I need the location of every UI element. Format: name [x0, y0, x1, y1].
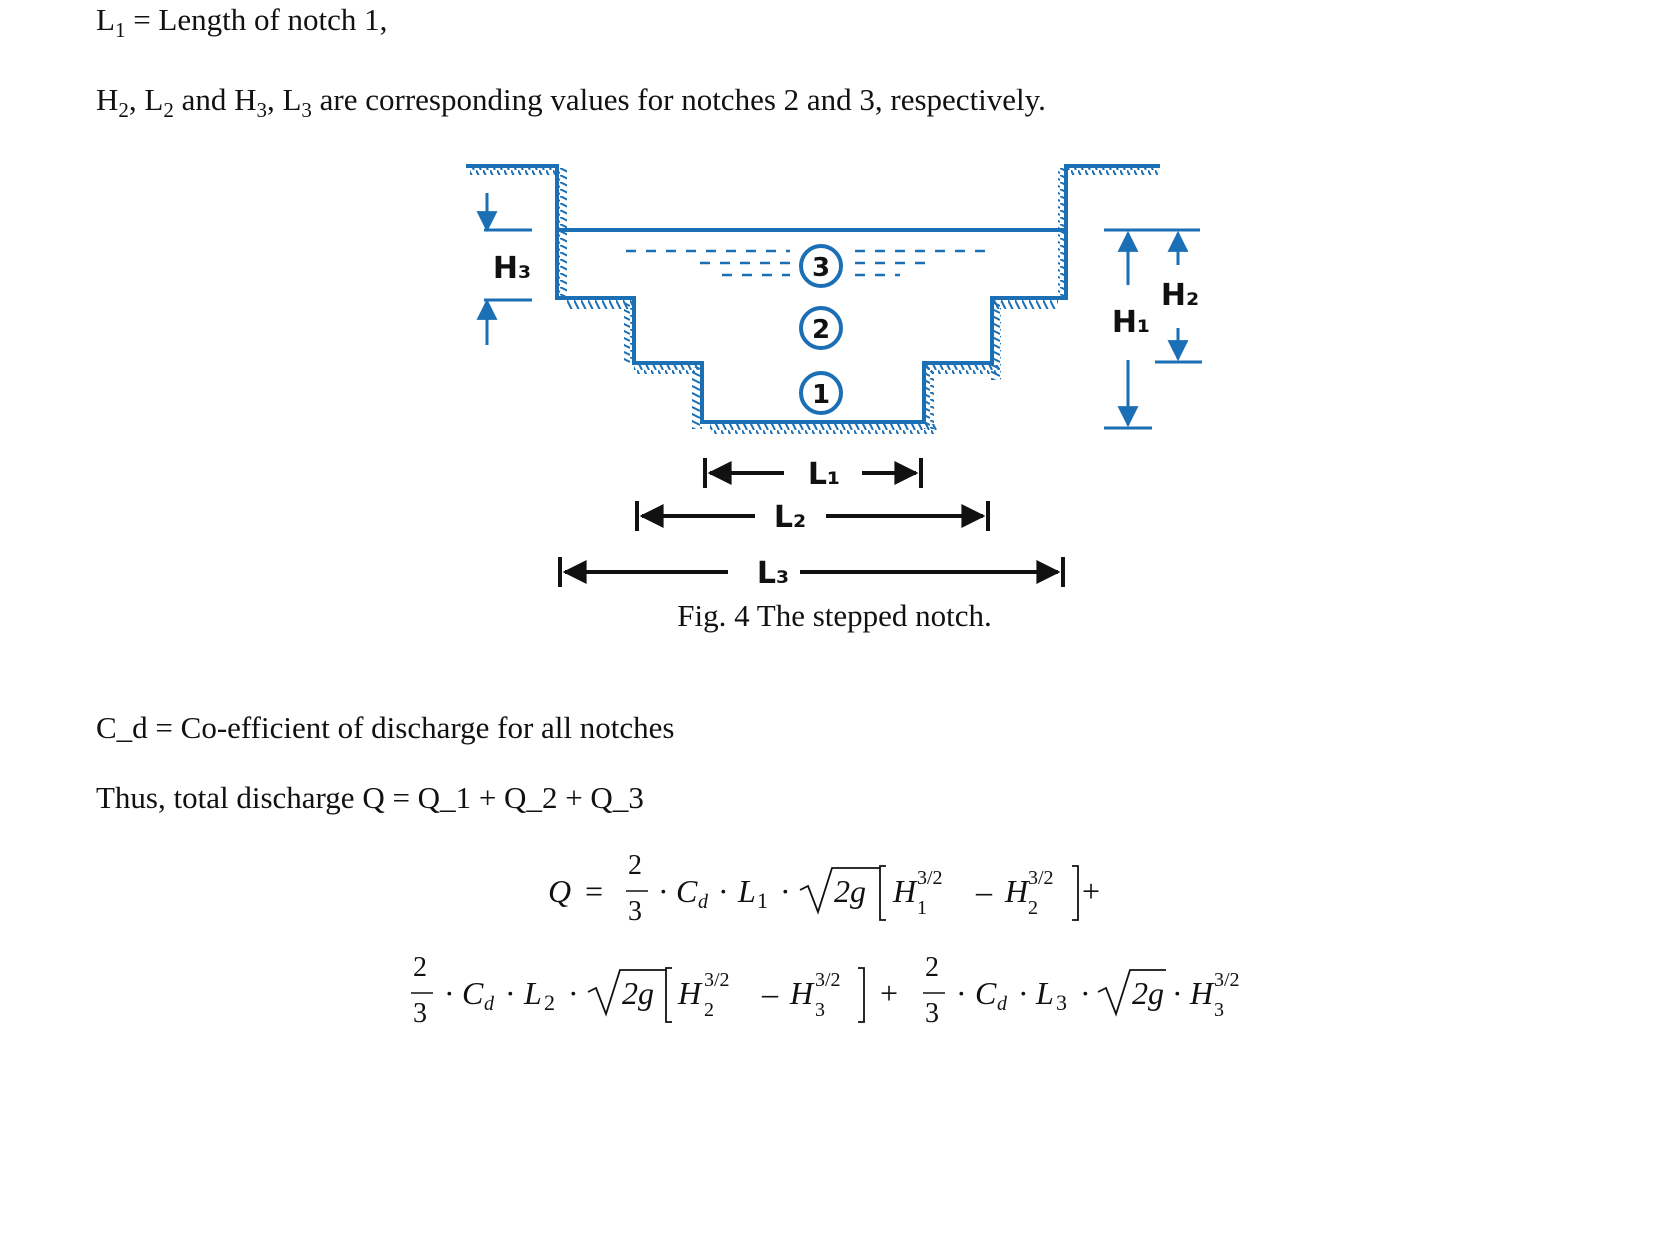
l2-dimension: L₂	[635, 500, 990, 535]
svg-text:H: H	[892, 873, 918, 909]
svg-text:3: 3	[413, 998, 427, 1029]
cd-definition: C_d = Co-efficient of discharge for all …	[96, 710, 675, 745]
svg-text:H: H	[677, 975, 703, 1011]
svg-text:+: +	[1082, 873, 1100, 909]
h3-label: H₃	[493, 251, 531, 286]
svg-text:2: 2	[925, 952, 939, 983]
svg-text:·: ·	[1018, 975, 1029, 1011]
svg-text:C: C	[676, 873, 698, 909]
svg-text:+: +	[880, 975, 898, 1011]
svg-text:2: 2	[1028, 897, 1038, 919]
svg-text:·: ·	[780, 873, 791, 909]
h3-dimension: H₃	[476, 193, 532, 345]
notch-2-number: 2	[812, 315, 830, 345]
svg-text:2: 2	[704, 999, 714, 1021]
svg-text:1: 1	[917, 897, 927, 919]
svg-text:C: C	[462, 975, 484, 1011]
svg-text:3/2: 3/2	[1028, 867, 1054, 889]
notch-number-badges: 3 2 1	[799, 244, 843, 415]
notch1-length-definition: L1 = Length of notch 1,	[96, 2, 388, 42]
h1-h2-dimensions: H₁ H₂	[1104, 228, 1202, 430]
total-discharge-statement: Thus, total discharge Q = Q_1 + Q_2 + Q_…	[96, 780, 644, 815]
svg-text:2: 2	[628, 850, 642, 881]
h2-label: H₂	[1161, 278, 1199, 313]
svg-text:d: d	[484, 993, 495, 1015]
notch-3-number: 3	[812, 253, 830, 283]
svg-text:3: 3	[1056, 990, 1067, 1015]
svg-text:L: L	[523, 975, 542, 1011]
notch-1-number: 1	[812, 380, 830, 410]
svg-text:H: H	[1189, 975, 1215, 1011]
discharge-equation-line-1: Q = 2 3 · C d · L 1 · 2g H 3/2 1 – H 3/2…	[548, 850, 1100, 927]
svg-text:3/2: 3/2	[917, 867, 943, 889]
svg-text:d: d	[997, 993, 1008, 1015]
figure-caption: Fig. 4 The stepped notch.	[677, 598, 992, 633]
discharge-equation-line-2: 2 3 · C d · L 2 · 2g H 3/2 2 – H 3/2 3 +…	[411, 952, 1240, 1029]
svg-text:2: 2	[544, 990, 555, 1015]
svg-text:H: H	[1004, 873, 1030, 909]
water-ripples	[626, 249, 990, 277]
svg-text:·: ·	[956, 975, 967, 1011]
svg-text:1: 1	[757, 888, 768, 913]
svg-text:3/2: 3/2	[704, 969, 730, 991]
svg-text:3: 3	[1214, 999, 1224, 1021]
svg-text:·: ·	[568, 975, 579, 1011]
svg-text:3: 3	[815, 999, 825, 1021]
corresponding-values-note: H2, L2 and H3, L3 are corresponding valu…	[96, 82, 1046, 122]
svg-text:3/2: 3/2	[815, 969, 841, 991]
svg-text:C: C	[975, 975, 997, 1011]
l3-label: L₃	[757, 556, 789, 591]
svg-text:2g: 2g	[622, 975, 654, 1011]
svg-text:3/2: 3/2	[1214, 969, 1240, 991]
svg-text:H: H	[789, 975, 815, 1011]
svg-text:–: –	[761, 975, 779, 1011]
svg-text:·: ·	[505, 975, 516, 1011]
svg-text:d: d	[698, 891, 709, 913]
svg-text:Q: Q	[548, 873, 571, 909]
svg-text:·: ·	[1172, 975, 1183, 1011]
l2-label: L₂	[774, 500, 806, 535]
l3-dimension: L₃	[558, 556, 1065, 591]
svg-text:L: L	[737, 873, 756, 909]
svg-text:3: 3	[628, 896, 642, 927]
svg-text:2: 2	[413, 952, 427, 983]
l1-label: L₁	[808, 457, 840, 492]
svg-text:2g: 2g	[1132, 975, 1164, 1011]
svg-text:L: L	[1035, 975, 1054, 1011]
svg-text:3: 3	[925, 998, 939, 1029]
stepped-notch-figure: 3 2 1 H₃ H₁ H₂ L₁ L₂	[466, 164, 1202, 591]
svg-text:·: ·	[718, 873, 729, 909]
svg-text:·: ·	[444, 975, 455, 1011]
svg-text:·: ·	[658, 873, 669, 909]
svg-text:–: –	[975, 873, 993, 909]
notch-outline	[466, 164, 1160, 434]
svg-text:2g: 2g	[834, 873, 866, 909]
svg-text:=: =	[585, 873, 603, 909]
svg-text:·: ·	[1080, 975, 1091, 1011]
h1-label: H₁	[1112, 305, 1150, 340]
l1-dimension: L₁	[703, 457, 923, 492]
